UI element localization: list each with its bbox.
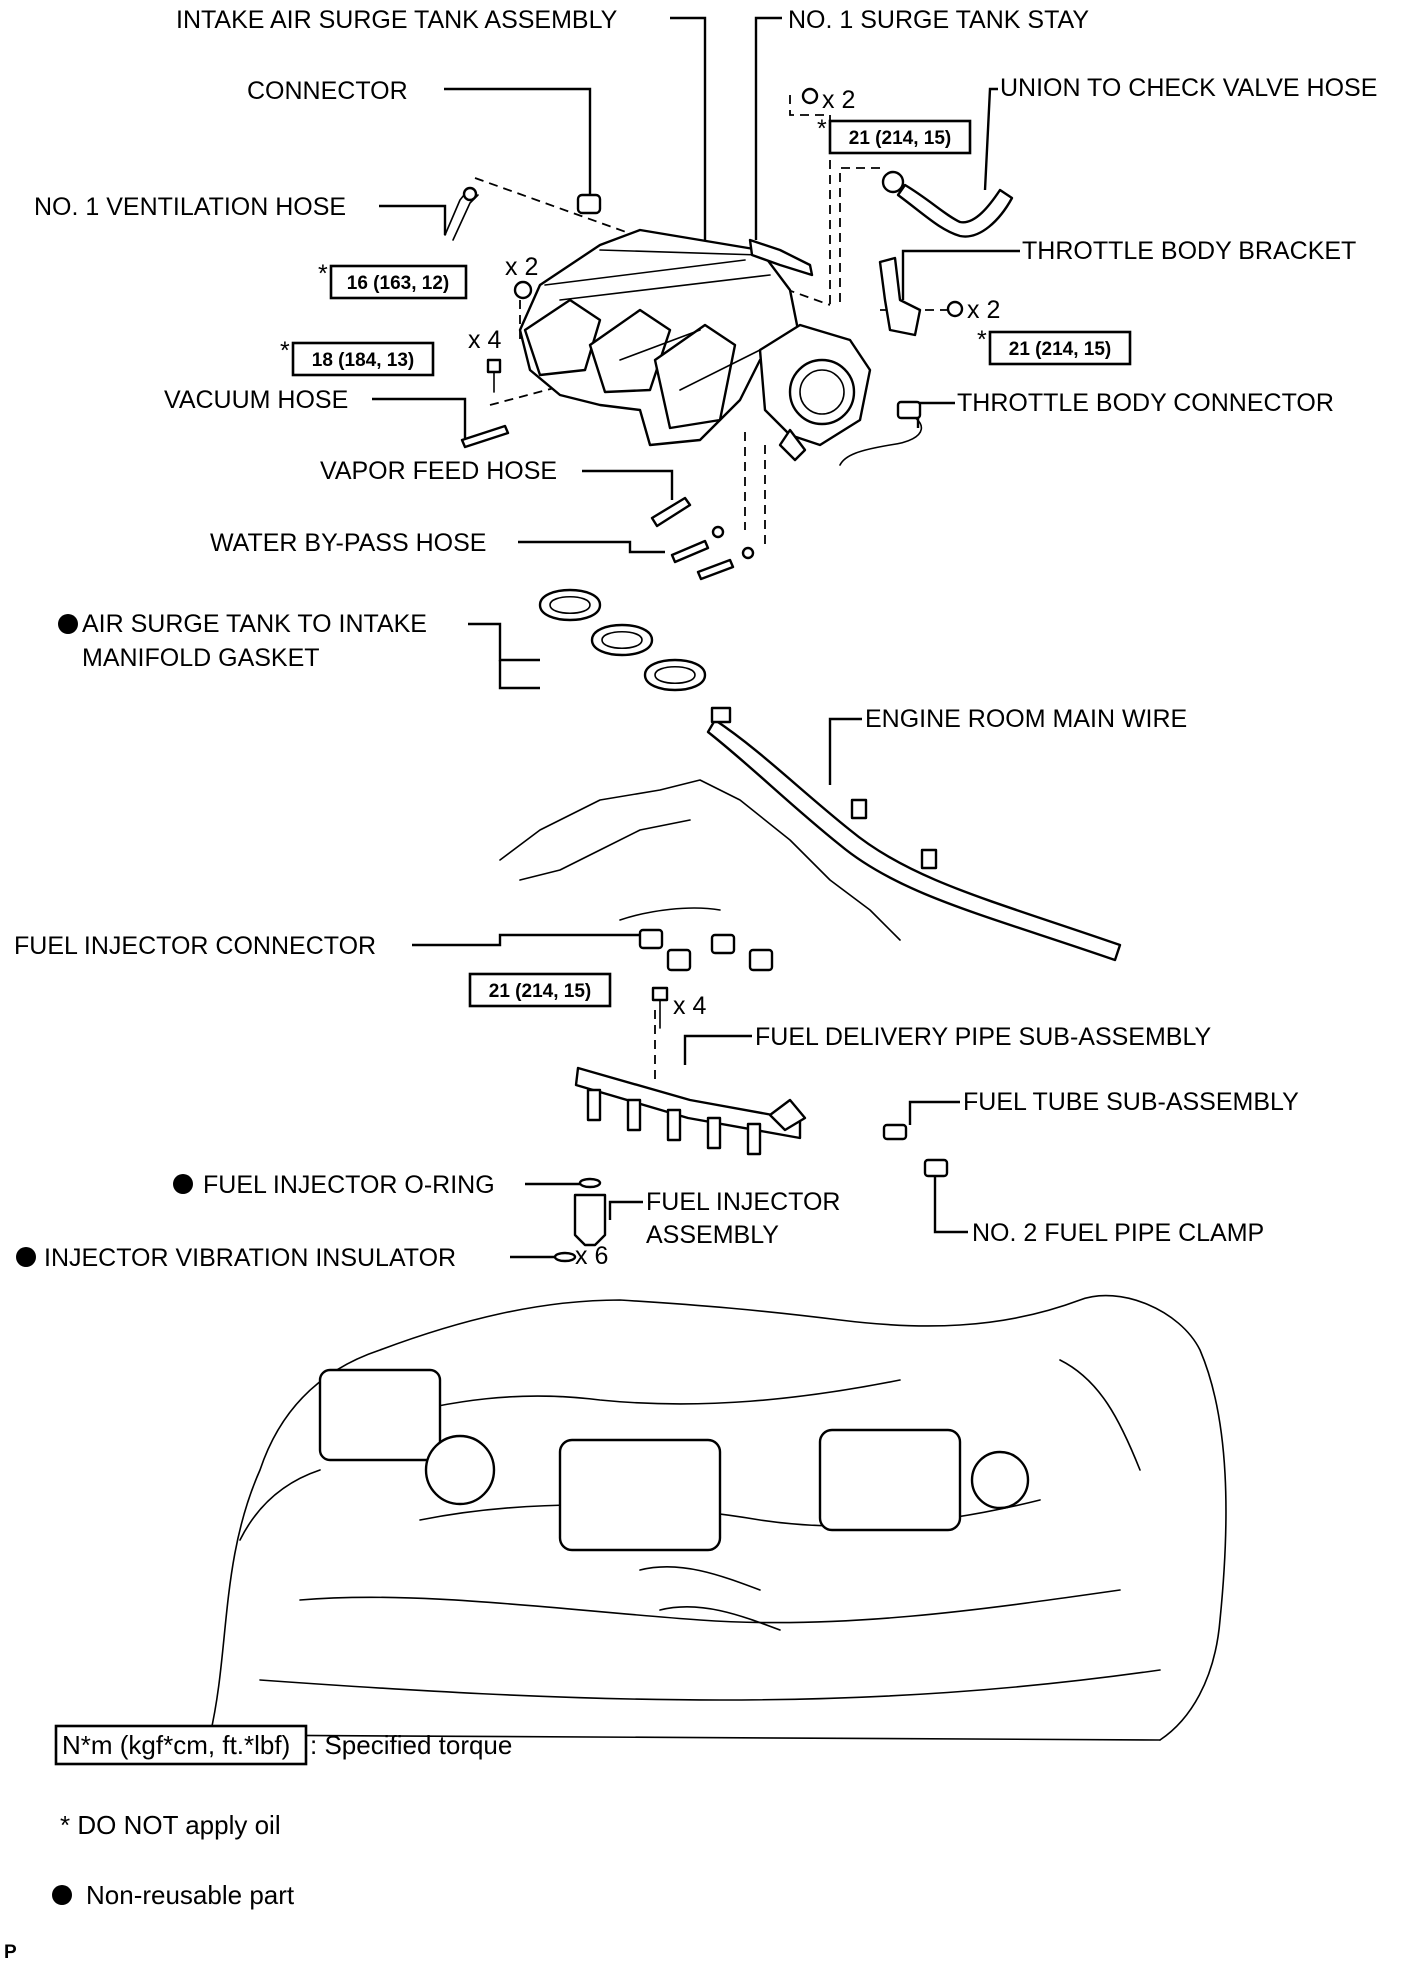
label-vacuum-hose: VACUUM HOSE [164, 386, 348, 414]
label-throttle-body-connector: THROTTLE BODY CONNECTOR [957, 389, 1334, 417]
legend-torque-unit: N*m (kgf*cm, ft.*lbf) [62, 1730, 290, 1760]
label-intake-air-surge-tank-assembly: INTAKE AIR SURGE TANK ASSEMBLY [176, 6, 618, 34]
label-injector-vibration-insulator: INJECTOR VIBRATION INSULATOR [44, 1244, 456, 1272]
leader-lines [372, 16, 1020, 1259]
engine-bay [209, 1294, 1227, 1741]
quantity-labels: x 2 x 2 x 4 x 2 x 4 x 6 [468, 86, 1000, 1270]
torque-surge-tank-bolts-text: 18 (184, 13) [312, 350, 414, 371]
legend-no-oil: * DO NOT apply oil [60, 1810, 281, 1840]
non-reusable-bullets [16, 614, 193, 1905]
label-fuel-injector-oring: FUEL INJECTOR O-RING [203, 1171, 495, 1199]
non-reusable-mark-insulator [16, 1247, 36, 1267]
asterisk-throttle-bracket: * [977, 326, 987, 354]
label-gasket-line2: MANIFOLD GASKET [82, 644, 320, 672]
no1-ventilation-hose [444, 186, 479, 241]
label-no1-ventilation-hose: NO. 1 VENTILATION HOSE [34, 193, 346, 221]
fuel-injector [553, 1177, 607, 1263]
asterisk-surge-tank-bolts: * [280, 337, 290, 365]
legend-non-reusable-mark [52, 1885, 72, 1905]
qty-insulator: x 6 [575, 1242, 608, 1270]
union-to-check-valve-hose [881, 170, 1014, 238]
label-no1-surge-tank-stay: NO. 1 SURGE TANK STAY [788, 6, 1089, 34]
small-hoses [460, 424, 755, 581]
torque-throttle-bracket-text: 21 (214, 15) [1009, 339, 1111, 360]
label-throttle-body-bracket: THROTTLE BODY BRACKET [1022, 237, 1356, 265]
legend: N*m (kgf*cm, ft.*lbf) : Specified torque… [54, 1724, 512, 1910]
non-reusable-mark-oring [173, 1174, 193, 1194]
torque-surge-stay-text: 21 (214, 15) [849, 128, 951, 149]
fuel-tube [882, 1123, 908, 1141]
legend-torque-text: : Specified torque [310, 1730, 512, 1760]
corner-code: P [4, 1942, 17, 1963]
fuel-injector-connectors [638, 928, 774, 972]
label-union-to-check-valve-hose: UNION TO CHECK VALVE HOSE [1000, 74, 1377, 102]
label-fuel-tube: FUEL TUBE SUB-ASSEMBLY [963, 1088, 1299, 1116]
torque-box-surge-stay [828, 119, 972, 155]
label-fuel-injector-assembly-line1: FUEL INJECTOR [646, 1188, 840, 1216]
label-fuel-injector-connector: FUEL INJECTOR CONNECTOR [14, 932, 376, 960]
asterisk-surge-tank-left: * [318, 260, 328, 288]
torque-surge-tank-left-text: 16 (163, 12) [347, 273, 449, 294]
legend-non-reusable: Non-reusable part [86, 1880, 295, 1910]
torque-delivery-pipe-text: 21 (214, 15) [489, 981, 591, 1002]
torque-box-throttle-bracket [988, 330, 1132, 366]
connector [576, 193, 602, 215]
label-fuel-injector-assembly-line2: ASSEMBLY [646, 1221, 779, 1249]
qty-bracket-bolts: x 2 [967, 296, 1000, 324]
air-surge-tank-gaskets [538, 588, 707, 692]
throttle-body-bracket [878, 256, 922, 337]
qty-pipe-bolts: x 4 [673, 992, 706, 1020]
torque-box-surge-tank-left [329, 264, 468, 300]
qty-stay-bolts: x 2 [822, 86, 855, 114]
label-fuel-delivery-pipe: FUEL DELIVERY PIPE SUB-ASSEMBLY [755, 1023, 1212, 1051]
legend-torque-box [54, 1724, 308, 1766]
harness-outline [499, 779, 901, 941]
fuel-delivery-pipe [574, 1066, 807, 1156]
throttle-body [758, 323, 872, 462]
throttle-body-connector-wire [839, 400, 923, 466]
torque-box-surge-tank-bolts [291, 341, 435, 377]
torque-spec-boxes: 21 (214, 15) 16 (163, 12) 18 (184, 13) 2… [291, 119, 1132, 1008]
part-labels: INTAKE AIR SURGE TANK ASSEMBLY NO. 1 SUR… [14, 6, 1377, 1272]
no-oil-asterisks: * * * * [280, 115, 987, 365]
label-gasket-line1: AIR SURGE TANK TO INTAKE [82, 610, 427, 638]
label-no2-fuel-pipe-clamp: NO. 2 FUEL PIPE CLAMP [972, 1219, 1264, 1247]
intake-air-surge-tank [518, 228, 802, 447]
no1-surge-tank-stay [748, 238, 814, 277]
asterisk-surge-stay: * [817, 115, 827, 143]
qty-left-nuts: x 2 [505, 253, 538, 281]
label-engine-room-main-wire: ENGINE ROOM MAIN WIRE [865, 705, 1187, 733]
torque-box-delivery-pipe [468, 972, 612, 1008]
label-water-bypass-hose: WATER BY-PASS HOSE [210, 529, 486, 557]
qty-surge-bolts: x 4 [468, 326, 501, 354]
no2-fuel-pipe-clamp [923, 1158, 949, 1178]
non-reusable-mark-gasket [58, 614, 78, 634]
label-connector: CONNECTOR [247, 77, 408, 105]
label-vapor-feed-hose: VAPOR FEED HOSE [320, 457, 557, 485]
fasteners [486, 87, 964, 1029]
engine-room-main-wire [706, 706, 1122, 962]
